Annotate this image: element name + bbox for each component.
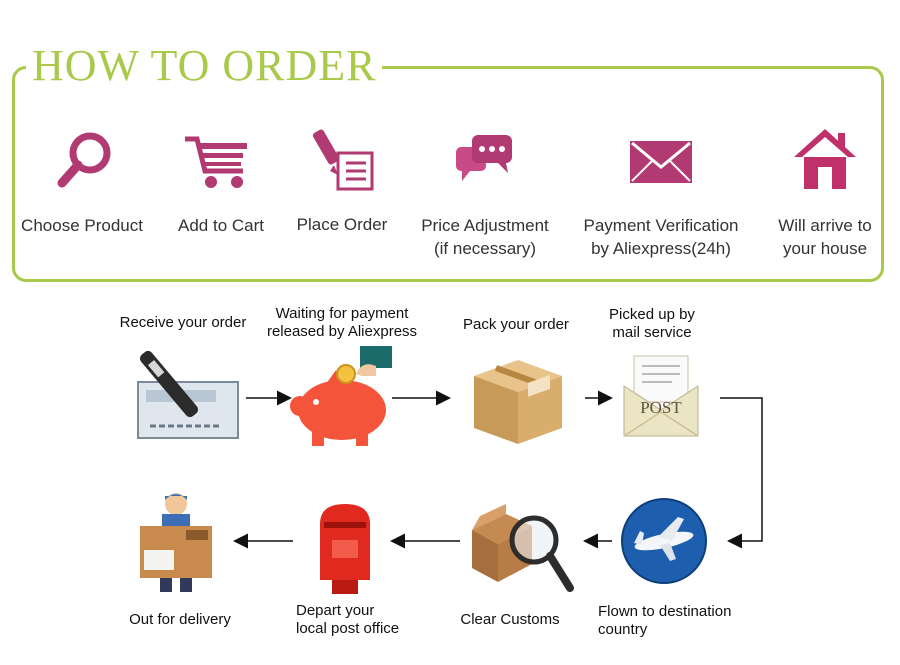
process-label-pack-order: Pack your order <box>448 316 584 334</box>
process-label-flown: Flown to destination country <box>598 603 758 639</box>
delivery-man-icon <box>130 490 222 594</box>
process-label-waiting-payment: Waiting for payment released by Aliexpre… <box>258 305 426 341</box>
box-icon <box>470 356 566 446</box>
mailbox-icon <box>310 500 380 596</box>
process-label-clear-customs: Clear Customs <box>440 611 580 629</box>
pen-check-icon <box>132 346 242 442</box>
piggy-bank-icon <box>286 340 398 448</box>
post-envelope-icon <box>622 352 700 438</box>
process-label-picked-up: Picked up by mail service <box>592 306 712 342</box>
process-label-out-for-delivery: Out for delivery <box>106 611 254 629</box>
post-stamp-label: POST <box>622 398 700 418</box>
box-magnifier-icon <box>466 500 578 596</box>
process-label-receive-order: Receive your order <box>105 314 261 332</box>
airplane-icon <box>620 497 708 585</box>
process-label-depart-post-office: Depart your local post office <box>296 602 416 638</box>
